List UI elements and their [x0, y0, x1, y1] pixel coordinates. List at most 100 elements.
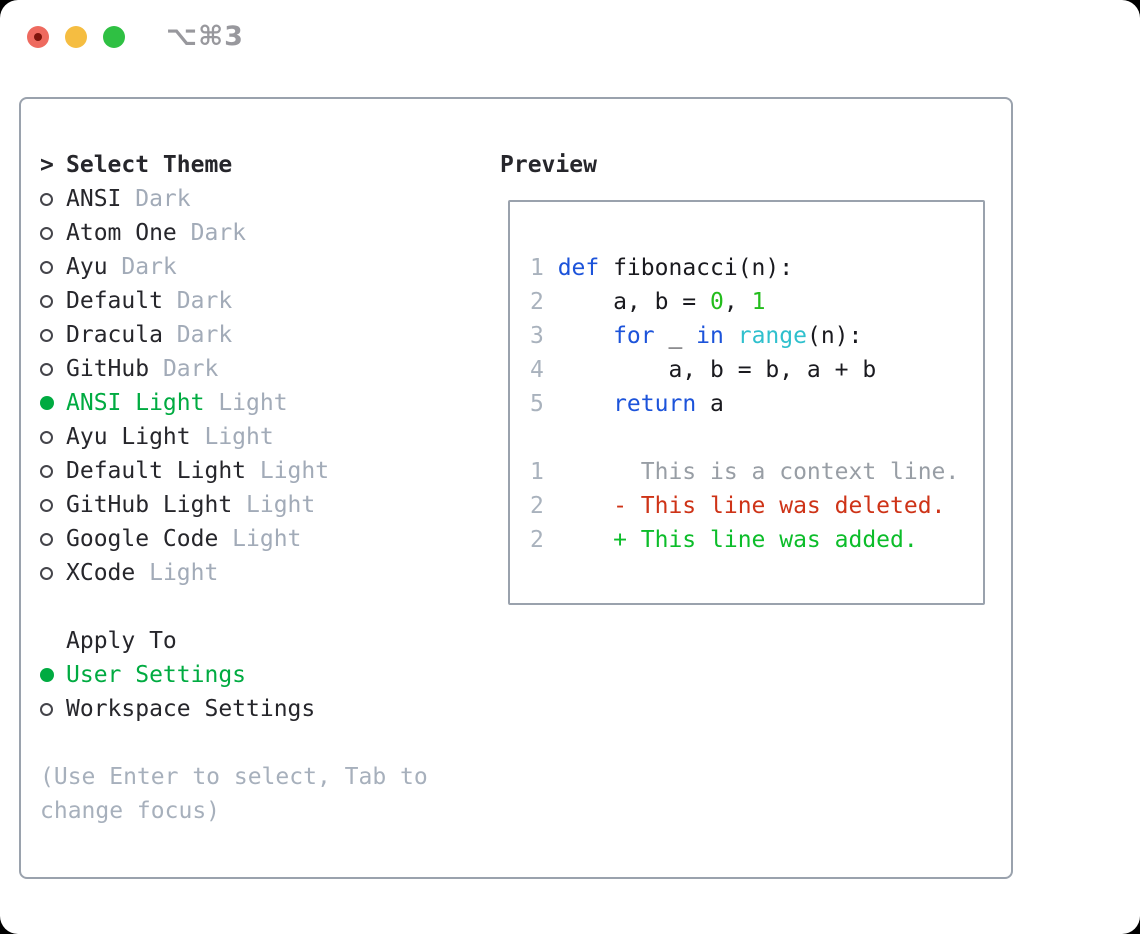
radio-icon	[40, 498, 53, 512]
radio-icon	[40, 702, 53, 716]
apply-to-heading: Apply To	[66, 628, 177, 654]
code-line: 2 + This line was added.	[530, 523, 983, 557]
theme-option-variant: Dark	[121, 254, 177, 280]
code-line: 1 This is a context line.	[530, 455, 983, 489]
theme-option[interactable]: ANSI Light Light	[40, 386, 480, 420]
radio-icon	[40, 192, 53, 206]
theme-option-name: Dracula	[66, 322, 163, 348]
theme-option[interactable]: Dracula Dark	[40, 318, 480, 352]
theme-option-name: Atom One	[66, 220, 177, 246]
theme-option-name: Ayu Light	[66, 424, 191, 450]
theme-list: ANSI Dark Atom One Dark Ayu Dark Default…	[40, 182, 480, 590]
theme-list-column: > Select Theme ANSI Dark Atom One Dark A…	[40, 148, 480, 828]
theme-option-variant: Dark	[176, 322, 233, 348]
theme-option[interactable]: ANSI Dark	[40, 182, 480, 216]
line-number: 2	[530, 527, 544, 553]
theme-option-name: Ayu	[66, 254, 108, 280]
theme-option-variant: Dark	[135, 186, 191, 212]
radio-icon	[40, 464, 53, 478]
apply-option-label: User Settings	[66, 662, 247, 688]
select-theme-header: > Select Theme	[40, 148, 480, 182]
line-number: 3	[530, 323, 544, 349]
radio-icon	[40, 566, 53, 580]
radio-icon	[40, 532, 53, 546]
apply-to-section: Apply To User Settings Workspace Setting…	[40, 624, 480, 726]
apply-option[interactable]: User Settings	[40, 658, 480, 692]
code-line	[530, 421, 983, 455]
theme-option[interactable]: Atom One Dark	[40, 216, 480, 250]
apply-option-label: Workspace Settings	[66, 696, 316, 722]
traffic-lights	[27, 26, 125, 48]
theme-option-name: ANSI	[66, 186, 122, 212]
theme-option-variant: Dark	[176, 288, 233, 314]
code-content: a, b = b, a + b	[557, 357, 877, 383]
code-content: This is a context line.	[557, 459, 960, 485]
theme-option-variant: Light	[149, 560, 219, 586]
theme-option-variant: Light	[246, 492, 316, 518]
code-line: 1 def fibonacci(n):	[530, 251, 983, 285]
line-number: 4	[530, 357, 544, 383]
code-content: + This line was added.	[557, 527, 918, 553]
line-number: 2	[530, 289, 544, 315]
code-line: 2 a, b = 0, 1	[530, 285, 983, 319]
theme-option[interactable]: GitHub Dark	[40, 352, 480, 386]
apply-option[interactable]: Workspace Settings	[40, 692, 480, 726]
theme-option[interactable]: GitHub Light Light	[40, 488, 480, 522]
theme-option-variant: Light	[204, 424, 274, 450]
line-number: 1	[530, 255, 544, 281]
theme-option[interactable]: Default Dark	[40, 284, 480, 318]
help-text-line: change focus)	[40, 798, 221, 824]
theme-option-name: GitHub Light	[66, 492, 233, 518]
selection-cursor-icon: >	[40, 152, 54, 178]
title-bar: ⌥⌘3	[0, 0, 1140, 74]
theme-option-name: Default Light	[66, 458, 247, 484]
line-number: 5	[530, 391, 544, 417]
theme-option[interactable]: Default Light Light	[40, 454, 480, 488]
help-text: (Use Enter to select, Tab to change focu…	[40, 760, 480, 828]
theme-option-name: GitHub	[66, 356, 150, 382]
radio-icon	[40, 362, 53, 376]
radio-icon	[40, 430, 53, 444]
radio-icon	[40, 260, 53, 274]
record-dot-icon	[34, 33, 42, 41]
radio-selected-icon	[40, 668, 54, 682]
theme-option-name: XCode	[66, 560, 136, 586]
radio-icon	[40, 328, 53, 342]
close-button[interactable]	[27, 26, 49, 48]
zoom-button[interactable]	[103, 26, 125, 48]
theme-option-name: ANSI Light	[66, 390, 205, 416]
theme-option-variant: Light	[232, 526, 302, 552]
code-content: for _ in range(n):	[613, 323, 863, 349]
theme-option-name: Default	[66, 288, 163, 314]
radio-selected-icon	[40, 396, 54, 410]
apply-to-header: Apply To	[40, 624, 480, 658]
theme-option[interactable]: Google Code Light	[40, 522, 480, 556]
code-line: 2 - This line was deleted.	[530, 489, 983, 523]
theme-option-variant: Light	[218, 390, 288, 416]
theme-option-variant: Dark	[162, 356, 219, 382]
preview-heading: Preview	[500, 152, 597, 178]
help-text-line: (Use Enter to select, Tab to	[40, 764, 428, 790]
apply-options-list: User Settings Workspace Settings	[40, 658, 480, 726]
line-number: 2	[530, 493, 544, 519]
radio-icon	[40, 226, 53, 240]
code-content: return a	[613, 391, 724, 417]
select-theme-heading: Select Theme	[66, 152, 233, 178]
line-number: 1	[530, 459, 544, 485]
code-content: - This line was deleted.	[557, 493, 946, 519]
code-content: def fibonacci(n):	[557, 255, 794, 281]
theme-selector-panel: > Select Theme ANSI Dark Atom One Dark A…	[19, 97, 1013, 879]
theme-option[interactable]: XCode Light	[40, 556, 480, 590]
code-line: 3 for _ in range(n):	[530, 319, 983, 353]
theme-option[interactable]: Ayu Dark	[40, 250, 480, 284]
code-content: a, b = 0, 1	[557, 289, 766, 315]
code-line: 4 a, b = b, a + b	[530, 353, 983, 387]
theme-option-variant: Light	[259, 458, 330, 484]
code-preview: 1 def fibonacci(n): 2 a, b = 0, 1 3 for …	[530, 251, 983, 557]
preview-box: 1 def fibonacci(n): 2 a, b = 0, 1 3 for …	[508, 200, 985, 605]
minimize-button[interactable]	[65, 26, 87, 48]
theme-option-name: Google Code	[66, 526, 219, 552]
window-shortcut-label: ⌥⌘3	[166, 21, 244, 52]
theme-option[interactable]: Ayu Light Light	[40, 420, 480, 454]
